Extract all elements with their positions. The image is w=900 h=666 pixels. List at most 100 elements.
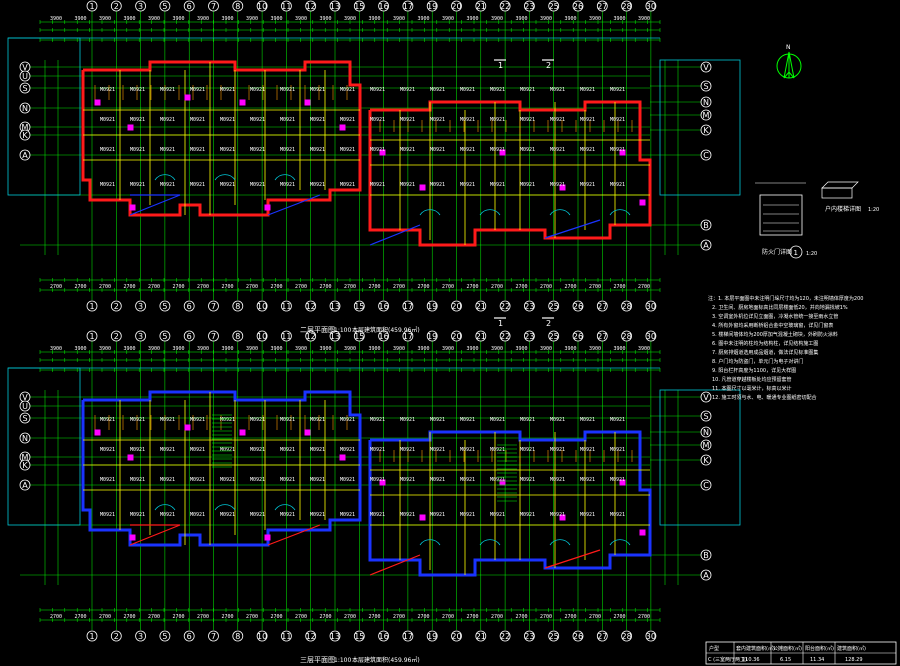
bottom-axis-bubble [86,300,98,312]
room-tag: M0921 [490,117,505,123]
room-tag: M0921 [190,87,205,93]
bottom-axis-bubble [110,300,122,312]
room-tag: M0921 [160,417,175,423]
room-tag: M0921 [130,417,145,423]
dimension-value: 2700 [565,614,577,620]
column-marker [619,479,626,486]
axis-label: 5 [162,2,167,11]
axis-label: 15 [354,302,364,311]
dimension-value: 3900 [75,16,87,22]
dimension-value: 3900 [271,16,283,22]
room-tag: M0921 [100,447,115,453]
room-tag: M0921 [220,447,235,453]
axis-label: M [703,441,710,450]
door-swing-arc [609,209,631,216]
dimension-value: 2700 [246,614,258,620]
room-tag: M0921 [220,87,235,93]
room-tag: M0921 [550,447,565,453]
room-tag: M0921 [310,417,325,423]
top-axis-bubble [451,330,462,342]
axis-label: U [22,402,28,411]
top-axis-bubble [524,0,535,12]
room-tag: M0921 [370,117,385,123]
right-axis-bubble [700,410,712,422]
axis-label: 8 [235,302,240,311]
dimension-value: 3900 [565,346,577,352]
room-tag: M0921 [520,417,535,423]
axis-label: 10 [257,632,267,641]
bottom-axis-bubble [183,300,195,312]
top-axis-bubble [353,0,365,12]
room-tag: M0921 [460,182,475,188]
dimension-value: 3900 [197,346,209,352]
dimension-value: 3900 [246,346,258,352]
axis-label: 26 [573,302,583,311]
dimension-value: 3900 [222,16,234,22]
bottom-axis-bubble [524,300,535,312]
room-tag: M0921 [280,117,295,123]
axis-label: U [22,72,28,81]
dimension-value: 2700 [344,614,356,620]
door-swing-arc [609,539,631,546]
column-marker [339,454,346,461]
door-swing-arc [479,539,501,546]
room-tag: M0921 [520,87,535,93]
axis-label: K [22,461,28,470]
axis-label: 19 [427,632,437,641]
left-axis-bubble [19,432,31,444]
axis-label: 1 [89,632,94,641]
room-tag: M0921 [160,117,175,123]
dimension-value: 3900 [442,346,454,352]
axis-label: A [703,571,709,580]
dimension-value: 3900 [369,346,381,352]
axis-label: B [703,221,709,230]
room-tag: M0921 [340,512,355,518]
axis-label: C [703,151,709,160]
dimension-value: 2700 [50,284,62,290]
dimension-value: 2700 [344,284,356,290]
column-marker [127,454,134,461]
dimension-value: 2700 [222,284,234,290]
room-tag: M0921 [430,477,445,483]
left-axis-bubble [19,129,31,141]
axis-label: S [22,84,27,93]
axis-label: 22 [500,632,510,641]
axis-label: 6 [187,632,192,641]
room-tag: M0921 [160,147,175,153]
bottom-axis-bubble [548,300,560,312]
room-tag: M0921 [370,512,385,518]
room-tag: M0921 [400,447,415,453]
top-axis-bubble [256,330,268,342]
top-axis-bubble [548,0,560,12]
dimension-value: 2700 [418,284,430,290]
room-tag: M0921 [220,182,235,188]
door-swing-arc [479,209,501,216]
room-tag: M0921 [310,117,325,123]
room-tag: M0921 [310,147,325,153]
axis-label: N [22,434,28,443]
top-axis-bubble [645,330,657,342]
room-tag: M0921 [280,182,295,188]
room-tag: M0921 [340,147,355,153]
room-tag: M0921 [460,447,475,453]
room-tag: M0921 [310,512,325,518]
room-tag: M0921 [490,182,505,188]
door-swing-arc [154,504,176,511]
axis-label: 6 [187,2,192,11]
bottom-axis-bubble [256,300,268,312]
room-tag: M0921 [550,147,565,153]
room-tag: M0921 [100,117,115,123]
room-tag: M0921 [550,417,565,423]
room-tag: M0921 [250,87,265,93]
dimension-value: 2700 [50,614,62,620]
room-tag: M0921 [250,447,265,453]
bottom-axis-bubble [378,300,390,312]
room-tag: M0921 [400,117,415,123]
axis-label: V [22,63,28,72]
top-axis-bubble [621,0,632,12]
axis-label: 10 [257,2,267,11]
top-axis-bubble [572,330,584,342]
axis-label: 1 [89,2,94,11]
room-tag: M0921 [550,117,565,123]
